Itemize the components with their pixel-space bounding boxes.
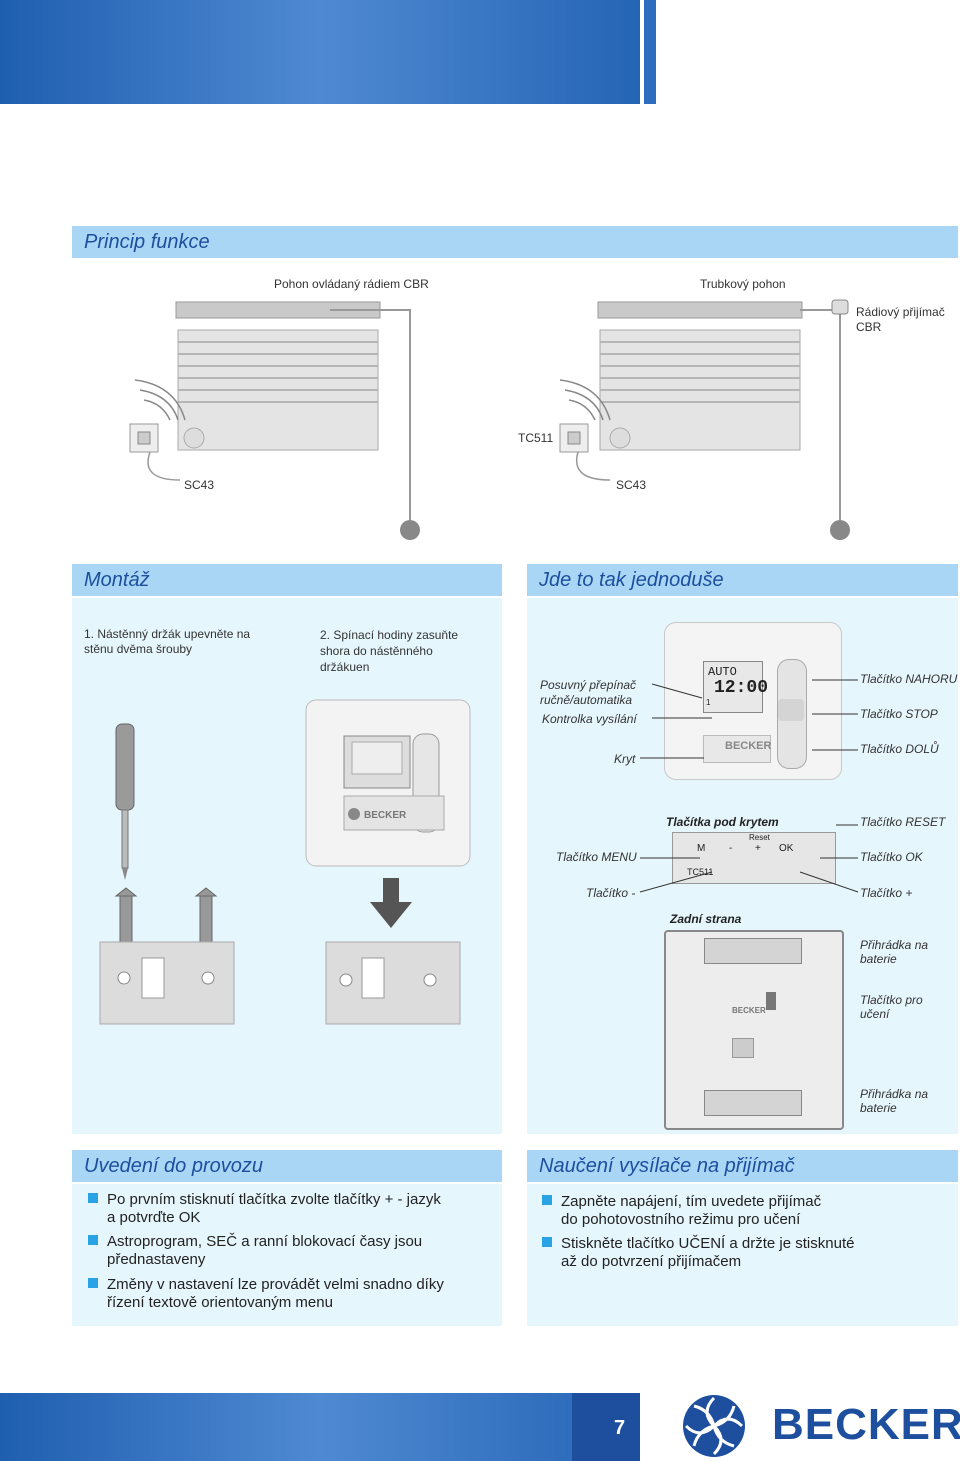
label-battery-bottom: Přihrádka na baterie: [860, 1087, 929, 1115]
device-display: AUTO 12:00 1: [703, 661, 768, 713]
stop-button[interactable]: [778, 699, 804, 721]
label-tx-indicator: Kontrolka vysílání: [542, 712, 637, 726]
bullet-icon: [88, 1193, 98, 1203]
label-btn-plus: Tlačítko +: [860, 886, 913, 900]
battery-compartment-top: [704, 938, 802, 964]
leader-lines: [639, 679, 859, 893]
label-rear-side: Zadní strana: [670, 912, 742, 926]
top-banner: [0, 0, 640, 104]
commissioning-item: Po prvním stisknutí tlačítka zvolte tlač…: [88, 1191, 441, 1227]
shutter-right: [597, 301, 803, 451]
label-motor-cbr: Pohon ovládaný rádiem CBR: [274, 277, 429, 291]
becker-logo-icon: [683, 1395, 745, 1457]
learn-button[interactable]: [766, 992, 776, 1010]
rear-brand: BECKER: [732, 1006, 766, 1015]
page-number-box: 7: [572, 1393, 640, 1461]
key-m[interactable]: M: [697, 843, 706, 854]
commissioning-item: Astroprogram, SEČ a ranní blokovací časy…: [88, 1233, 422, 1269]
easy-title: Jde to tak jednoduše: [539, 569, 724, 591]
device-cover: [703, 735, 771, 763]
rear-slot: [732, 1038, 754, 1058]
device-brand: BECKER: [725, 740, 772, 752]
label-btn-down: Tlačítko DOLŮ: [860, 742, 939, 756]
label-btn-menu: Tlačítko MENU: [556, 850, 637, 864]
key-reset[interactable]: Reset: [749, 833, 770, 842]
device-rear: BECKER: [664, 930, 844, 1130]
section-header-easy: Jde to tak jednoduše: [527, 564, 958, 596]
page-number: 7: [614, 1417, 626, 1439]
teaching-item: Zapněte napájení, tím uvedete přijímač d…: [542, 1193, 821, 1229]
shutter-left: [175, 301, 381, 451]
section-header-commissioning: Uvedení do provozu: [72, 1150, 502, 1182]
section-header-mounting: Montáž: [72, 564, 502, 596]
label-receiver: Rádiový přijímač CBR: [856, 305, 945, 334]
strip-model: TC511: [687, 867, 714, 877]
label-btn-reset: Tlačítko RESET: [860, 815, 946, 829]
label-sc43-right: SC43: [616, 478, 647, 492]
section-header-teaching: Naučení vysílače na přijímač: [527, 1150, 958, 1182]
key-ok[interactable]: OK: [779, 843, 794, 854]
section-header-principle: Princip funkce: [72, 226, 958, 258]
label-tc511: TC511: [518, 431, 554, 445]
label-cover: Kryt: [614, 752, 636, 766]
top-banner-accent: [644, 0, 656, 104]
label-btn-ok: Tlačítko OK: [860, 850, 923, 864]
label-btn-stop: Tlačítko STOP: [860, 707, 938, 721]
principle-title: Princip funkce: [84, 231, 210, 253]
key-minus[interactable]: -: [729, 843, 733, 854]
teaching-item: Stiskněte tlačítko UČENÍ a držte je stis…: [542, 1235, 854, 1271]
bottom-banner: [0, 1393, 640, 1461]
label-battery-top: Přihrádka na baterie: [860, 938, 929, 966]
label-slide-switch: Posuvný přepínač ručně/automatika: [540, 678, 637, 707]
display-day: 1: [706, 698, 711, 707]
label-tube-motor: Trubkový pohon: [700, 277, 786, 291]
device-brand-left: BECKER: [364, 810, 407, 821]
commissioning-panel: [72, 1184, 502, 1326]
mounting-step1: 1. Nástěnný držák upevněte na stěnu dvěm…: [84, 627, 251, 656]
bullet-icon: [542, 1195, 552, 1205]
display-time: 12:00: [714, 678, 769, 698]
battery-compartment-bottom: [704, 1090, 802, 1116]
commissioning-title: Uvedení do provozu: [84, 1155, 264, 1177]
brand-wordmark: BECKER: [772, 1400, 960, 1449]
mounting-title: Montáž: [84, 569, 150, 591]
bullet-icon: [88, 1235, 98, 1245]
mounting-diagram: BECKER: [99, 699, 471, 1025]
mounting-step2: 2. Spínací hodiny zasuňte shora do nástě…: [320, 628, 459, 674]
teaching-panel: [527, 1184, 958, 1326]
display-mode: AUTO: [708, 665, 737, 679]
bullet-icon: [542, 1237, 552, 1247]
key-plus[interactable]: +: [755, 843, 761, 854]
principle-diagram: [129, 299, 850, 540]
bullet-icon: [88, 1278, 98, 1288]
label-buttons-under-cover: Tlačítka pod krytem: [666, 815, 779, 829]
commissioning-item: Změny v nastavení lze provádět velmi sna…: [88, 1276, 444, 1312]
label-learn-button: Tlačítko pro učení: [860, 993, 923, 1021]
label-btn-minus: Tlačítko -: [586, 886, 636, 900]
teaching-title: Naučení vysílače na přijímač: [539, 1155, 795, 1177]
label-sc43-left: SC43: [184, 478, 215, 492]
label-btn-up: Tlačítko NAHORU: [860, 672, 958, 686]
device-front: AUTO 12:00 1 BECKER: [664, 622, 842, 780]
